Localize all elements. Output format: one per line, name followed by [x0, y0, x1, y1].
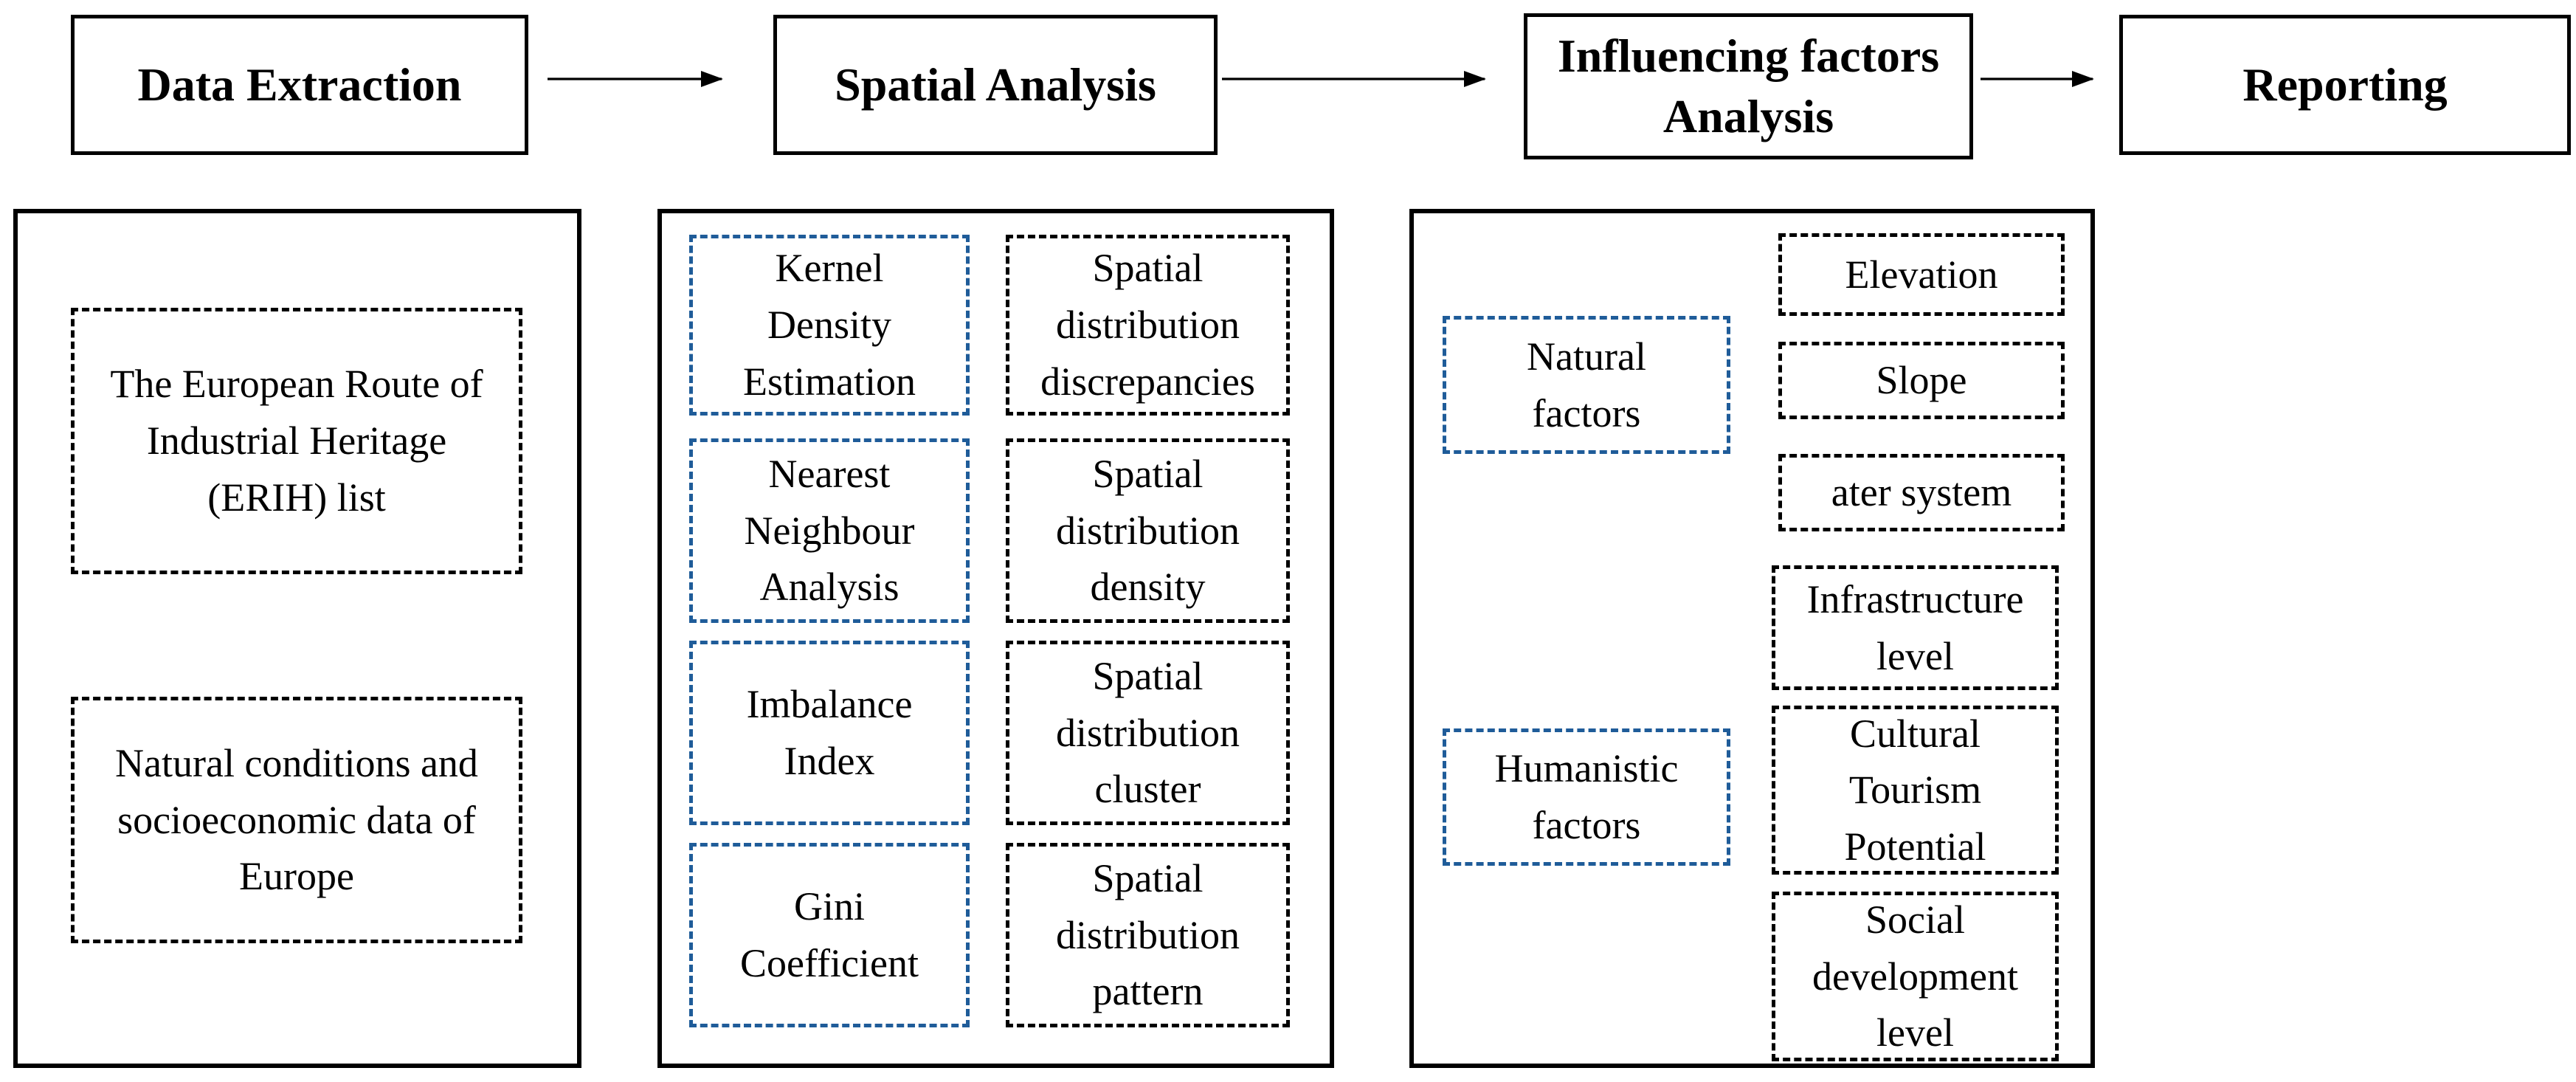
method-box-gini-coefficient: Gini Coefficient [689, 843, 970, 1027]
result-box-spatial-distribution-pattern: Spatial distribution pattern [1006, 843, 1290, 1027]
result-box-spatial-distribution-density: Spatial distribution density [1006, 438, 1290, 623]
method-box-kernel-density-estimation: Kernel Density Estimation [689, 235, 970, 416]
method-box-nearest-neighbour-analysis: Nearest Neighbour Analysis [689, 438, 970, 623]
subfactor-box-slope: Slope [1778, 342, 2065, 419]
subfactor-box-infrastructure-level: Infrastructure level [1772, 565, 2059, 690]
source-box-erih-list: The European Route of Industrial Heritag… [71, 308, 522, 574]
factor-box-humanistic-factors: Humanistic factors [1443, 728, 1730, 866]
factor-box-natural-factors: Natural factors [1443, 316, 1730, 454]
subfactor-box-water-system: ater system [1778, 454, 2065, 531]
subfactor-box-cultural-tourism-potential: Cultural Tourism Potential [1772, 706, 2059, 875]
source-box-natural-socioeconomic-data: Natural conditions and socioeconomic dat… [71, 697, 522, 943]
subfactor-box-elevation: Elevation [1778, 233, 2065, 316]
method-box-imbalance-index: Imbalance Index [689, 641, 970, 825]
result-box-spatial-distribution-discrepancies: Spatial distribution discrepancies [1006, 235, 1290, 416]
subfactor-box-social-development-level: Social development level [1772, 892, 2059, 1061]
stage-box-influencing-factors-analysis: Influencing factors Analysis [1524, 13, 1973, 159]
stage-box-data-extraction: Data Extraction [71, 15, 528, 155]
stage-box-reporting: Reporting [2119, 15, 2571, 155]
result-box-spatial-distribution-cluster: Spatial distribution cluster [1006, 641, 1290, 825]
stage-box-spatial-analysis: Spatial Analysis [773, 15, 1218, 155]
